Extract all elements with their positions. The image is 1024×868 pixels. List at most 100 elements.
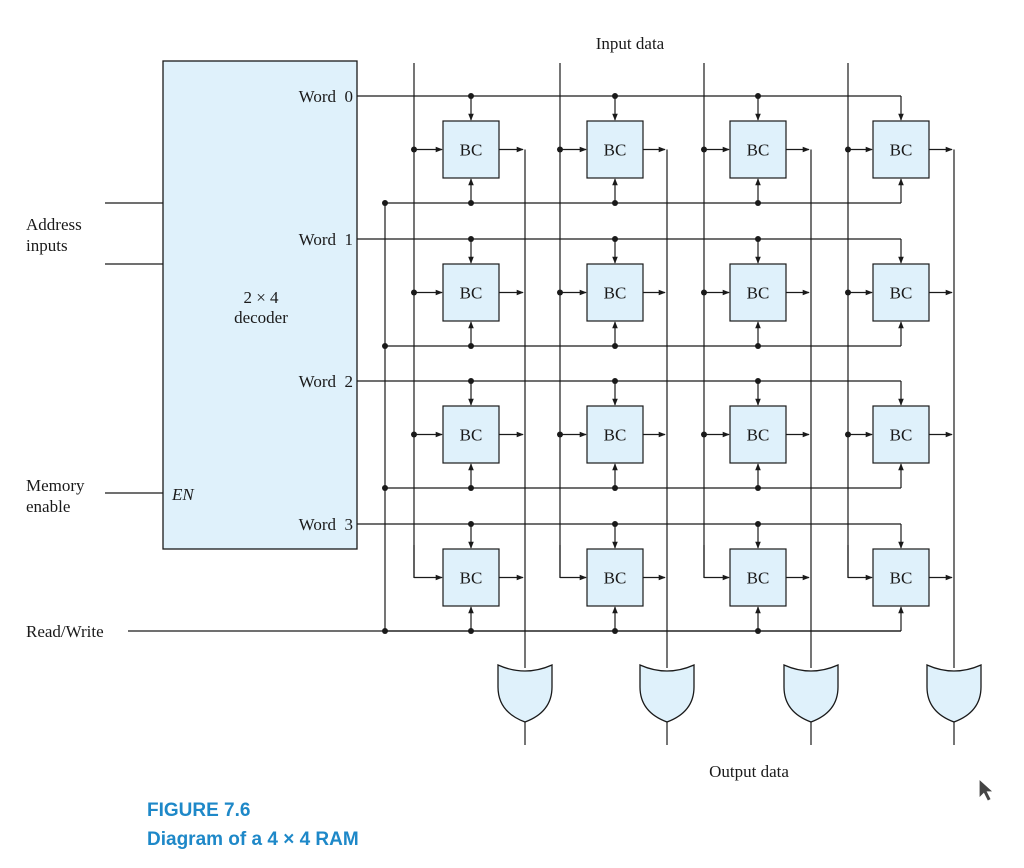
binary-cell-r1-c1: BC	[586, 263, 644, 322]
binary-cell-r2-c2: BC	[729, 405, 787, 464]
binary-cell-label: BC	[890, 141, 913, 160]
read-write-label: Read/Write	[26, 622, 104, 641]
junction-dot	[612, 93, 618, 99]
binary-cell-label: BC	[460, 284, 483, 303]
junction-dot	[755, 343, 761, 349]
address-input-lines	[105, 202, 163, 265]
junction-dot	[612, 236, 618, 242]
binary-cell-r1-c0: BC	[442, 263, 500, 322]
binary-cell-box	[586, 263, 644, 322]
binary-cell-r3-c2: BC	[729, 548, 787, 607]
junction-dot	[411, 431, 417, 438]
junction-dot	[701, 289, 707, 296]
junction-dot	[382, 200, 388, 206]
junction-dot	[468, 628, 474, 634]
decoder-label: decoder	[234, 308, 288, 327]
wiring	[128, 63, 955, 668]
binary-cell-label: BC	[747, 569, 770, 588]
junction-dot	[557, 289, 563, 296]
junction-dot	[411, 146, 417, 153]
junction-dot	[845, 431, 851, 438]
or-gates	[497, 664, 982, 745]
input-data-label: Input data	[596, 34, 665, 53]
binary-cell-box	[729, 120, 787, 179]
junction-dot	[411, 289, 417, 296]
binary-cell-box	[872, 548, 930, 607]
junction-dot	[612, 485, 618, 491]
binary-cell-label: BC	[747, 426, 770, 445]
address-inputs-label-line2: inputs	[26, 236, 68, 255]
binary-cell-r2-c1: BC	[586, 405, 644, 464]
junction-dot	[755, 521, 761, 527]
binary-cell-r2-c0: BC	[442, 405, 500, 464]
or-gate-3	[926, 664, 982, 745]
binary-cell-box	[586, 120, 644, 179]
memory-enable-label-line1: Memory	[26, 476, 85, 495]
word-label-2: Word 2	[299, 372, 353, 391]
figure-title: Diagram of a 4 × 4 RAM	[147, 829, 359, 850]
junction-dot	[755, 485, 761, 491]
binary-cell-box	[729, 548, 787, 607]
binary-cell-label: BC	[460, 426, 483, 445]
or-gate-1	[639, 664, 695, 745]
address-inputs-label-line1: Address	[26, 215, 82, 234]
word-label-0: Word 0	[299, 87, 353, 106]
word-label-3: Word 3	[299, 515, 353, 534]
binary-cell-label: BC	[460, 141, 483, 160]
or-gate-2	[783, 664, 839, 745]
memory-enable-label-line2: enable	[26, 497, 70, 516]
binary-cell-r0-c3: BC	[872, 120, 930, 179]
binary-cell-box	[729, 405, 787, 464]
binary-cell-label: BC	[747, 284, 770, 303]
mouse-cursor-icon	[979, 780, 993, 801]
figure-number: FIGURE 7.6	[147, 800, 250, 821]
binary-cell-box	[442, 405, 500, 464]
junction-dot	[612, 200, 618, 206]
junction-dot	[557, 146, 563, 153]
junction-dot	[468, 485, 474, 491]
binary-cell-label: BC	[460, 569, 483, 588]
junction-dot	[612, 378, 618, 384]
or-gate-0	[497, 664, 553, 745]
junction-dot	[468, 343, 474, 349]
word-label-1: Word 1	[299, 230, 353, 249]
binary-cell-r3-c3: BC	[872, 548, 930, 607]
binary-cell-box	[872, 405, 930, 464]
binary-cell-label: BC	[604, 569, 627, 588]
binary-cell-r2-c3: BC	[872, 405, 930, 464]
or-gate-body	[926, 664, 982, 723]
junction-dot	[612, 343, 618, 349]
junction-dot	[468, 521, 474, 527]
binary-cell-box	[872, 263, 930, 322]
junction-dot	[612, 521, 618, 527]
binary-cell-label: BC	[604, 141, 627, 160]
binary-cell-r3-c0: BC	[442, 548, 500, 607]
decoder-block	[162, 60, 358, 550]
binary-cell-box	[442, 548, 500, 607]
junction-dot	[468, 93, 474, 99]
binary-cell-box	[442, 120, 500, 179]
binary-cell-r0-c0: BC	[442, 120, 500, 179]
binary-cell-r3-c1: BC	[586, 548, 644, 607]
binary-cell-label: BC	[890, 284, 913, 303]
decoder-size-label: 2 × 4	[243, 288, 279, 307]
junction-dot	[382, 485, 388, 491]
or-gate-body	[783, 664, 839, 723]
junction-dot	[755, 93, 761, 99]
junction-dot	[755, 200, 761, 206]
binary-cell-label: BC	[604, 426, 627, 445]
enable-label: EN	[171, 485, 195, 504]
binary-cell-r0-c1: BC	[586, 120, 644, 179]
junction-dot	[557, 431, 563, 438]
binary-cell-r1-c3: BC	[872, 263, 930, 322]
binary-cell-box	[872, 120, 930, 179]
binary-cell-box	[729, 263, 787, 322]
binary-cell-label: BC	[890, 569, 913, 588]
junction-dot	[845, 289, 851, 296]
binary-cell-label: BC	[604, 284, 627, 303]
junction-dot	[755, 628, 761, 634]
junction-dot	[468, 236, 474, 242]
binary-cell-label: BC	[890, 426, 913, 445]
junction-dot	[701, 431, 707, 438]
